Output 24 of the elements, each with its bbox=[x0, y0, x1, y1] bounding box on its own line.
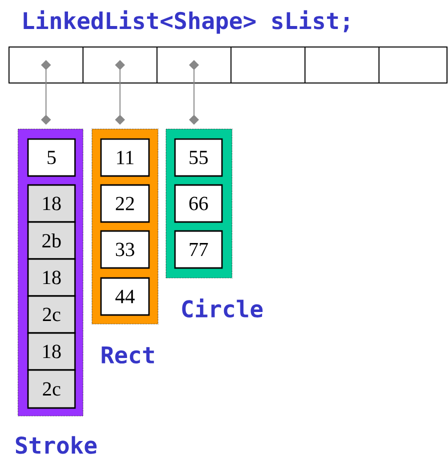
value-cell: 66 bbox=[174, 184, 223, 223]
value-cell: 5 bbox=[27, 138, 76, 177]
value-cell: 55 bbox=[174, 138, 223, 177]
value-cell: 18 bbox=[27, 332, 76, 371]
value-cell: 2b bbox=[27, 221, 76, 260]
list-cell bbox=[8, 46, 84, 84]
type-label: Stroke bbox=[16, 436, 97, 454]
list-cell bbox=[230, 46, 306, 84]
value-cell: 2c bbox=[27, 295, 76, 334]
value-cell: 18 bbox=[27, 258, 76, 297]
list-cell bbox=[82, 46, 158, 84]
list-cell bbox=[378, 46, 448, 84]
title: LinkedList<Shape> sList; bbox=[24, 10, 348, 34]
value-cell: 22 bbox=[100, 184, 150, 223]
value-cell: 33 bbox=[100, 230, 150, 269]
value-cell: 2c bbox=[27, 369, 76, 409]
list-cell bbox=[156, 46, 232, 84]
value-cell: 44 bbox=[100, 277, 150, 316]
type-label: Circle bbox=[182, 298, 263, 318]
type-label: Rect bbox=[102, 346, 154, 364]
list-cell bbox=[304, 46, 380, 84]
value-cell: 11 bbox=[100, 138, 150, 177]
value-cell: 18 bbox=[27, 184, 76, 223]
value-cell: 77 bbox=[174, 230, 223, 269]
